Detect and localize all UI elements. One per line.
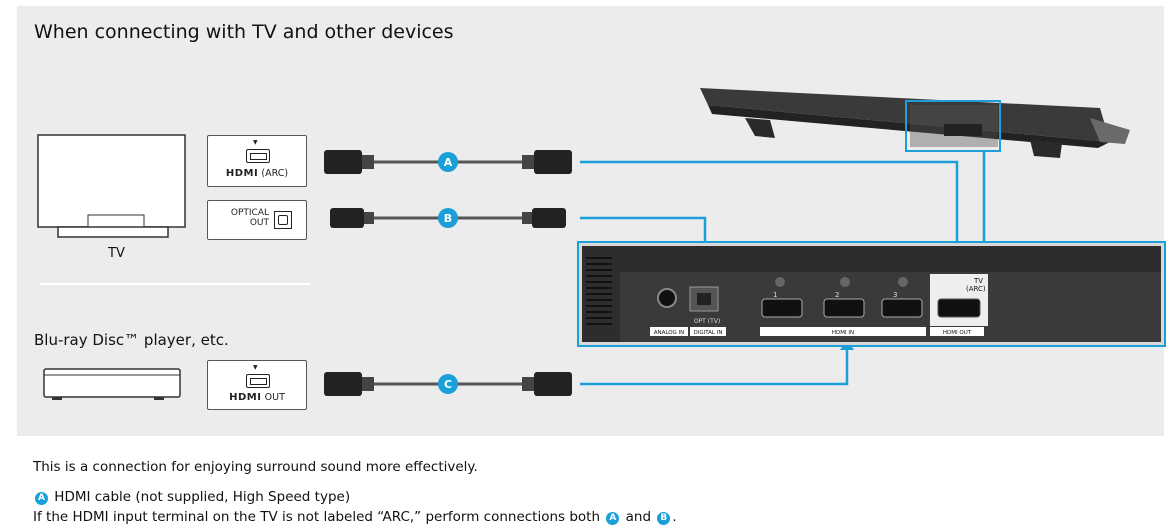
- badge-a-icon: A: [35, 492, 48, 505]
- arc-label: (ARC): [261, 168, 289, 179]
- optical-label-line2: OUT: [249, 218, 269, 228]
- digital-in-label: DIGITAL IN: [694, 330, 723, 336]
- analog-in-label: ANALOG IN: [654, 330, 685, 336]
- hdmi-in-3-number: 3: [893, 291, 897, 299]
- svg-text:C: C: [444, 378, 452, 391]
- cable-c: [324, 372, 572, 396]
- hdmi-out-label: HDMI OUT: [943, 330, 972, 336]
- optical-label-line1: OPTICAL: [230, 208, 269, 218]
- cable-b-badge: B: [438, 208, 458, 228]
- footer-arc-note: If the HDMI input terminal on the TV is …: [33, 509, 677, 525]
- section-divider: [40, 283, 310, 285]
- bd-hdmi-out-port: ▼ HDMI OUT: [207, 360, 307, 410]
- arc-note-and: and: [625, 509, 652, 525]
- hdmi-logo-text: HDMI: [229, 392, 262, 403]
- cable-b: [330, 208, 566, 228]
- svg-text:B: B: [444, 212, 452, 225]
- port-arrow-icon: ▼: [253, 139, 258, 146]
- hdmi-logo-text: HDMI: [225, 168, 259, 179]
- footer-cable-a-note: A HDMI cable (not supplied, High Speed t…: [33, 489, 350, 505]
- tv-hdmi-arc-port: ▼ HDMI (ARC): [207, 135, 307, 187]
- cable-a-description: HDMI cable (not supplied, High Speed typ…: [54, 489, 351, 505]
- svg-text:A: A: [444, 156, 453, 169]
- tv-arc-label-line1: TV: [973, 277, 983, 285]
- hdmi-in-label: HDMI IN: [832, 330, 854, 336]
- arc-note-text: If the HDMI input terminal on the TV is …: [33, 509, 601, 525]
- hdmi-port-icon: [246, 149, 270, 163]
- hdmi-out-suffix: OUT: [264, 392, 285, 403]
- footer-description: This is a connection for enjoying surrou…: [33, 459, 478, 475]
- bluray-label: Blu-ray Disc™ player, etc.: [34, 331, 229, 349]
- opt-tv-label: OPT (TV): [694, 318, 720, 325]
- bluray-player-icon: [43, 368, 181, 400]
- soundbar-highlight: [905, 100, 1001, 152]
- port-arrow-icon: ▼: [253, 364, 258, 371]
- badge-a-icon: A: [606, 512, 620, 525]
- tv-arc-label-line2: (ARC): [966, 285, 986, 293]
- cable-c-badge: C: [438, 374, 458, 394]
- arc-note-period: .: [672, 509, 677, 525]
- hdmi-port-icon: [246, 374, 270, 388]
- hdmi-in-2-number: 2: [835, 291, 839, 299]
- cable-a: [324, 150, 572, 174]
- badge-b-icon: B: [657, 512, 671, 525]
- hdmi-in-1-number: 1: [773, 291, 777, 299]
- soundbar-icon: [700, 88, 1130, 158]
- optical-port-icon: [274, 211, 292, 229]
- tv-optical-out-port: OPTICAL OUT: [207, 200, 307, 240]
- diagram-title: When connecting with TV and other device…: [34, 21, 454, 43]
- cable-a-badge: A: [438, 152, 458, 172]
- rear-panel: [577, 241, 1166, 347]
- tv-icon: [37, 134, 186, 238]
- tv-label: TV: [108, 246, 125, 261]
